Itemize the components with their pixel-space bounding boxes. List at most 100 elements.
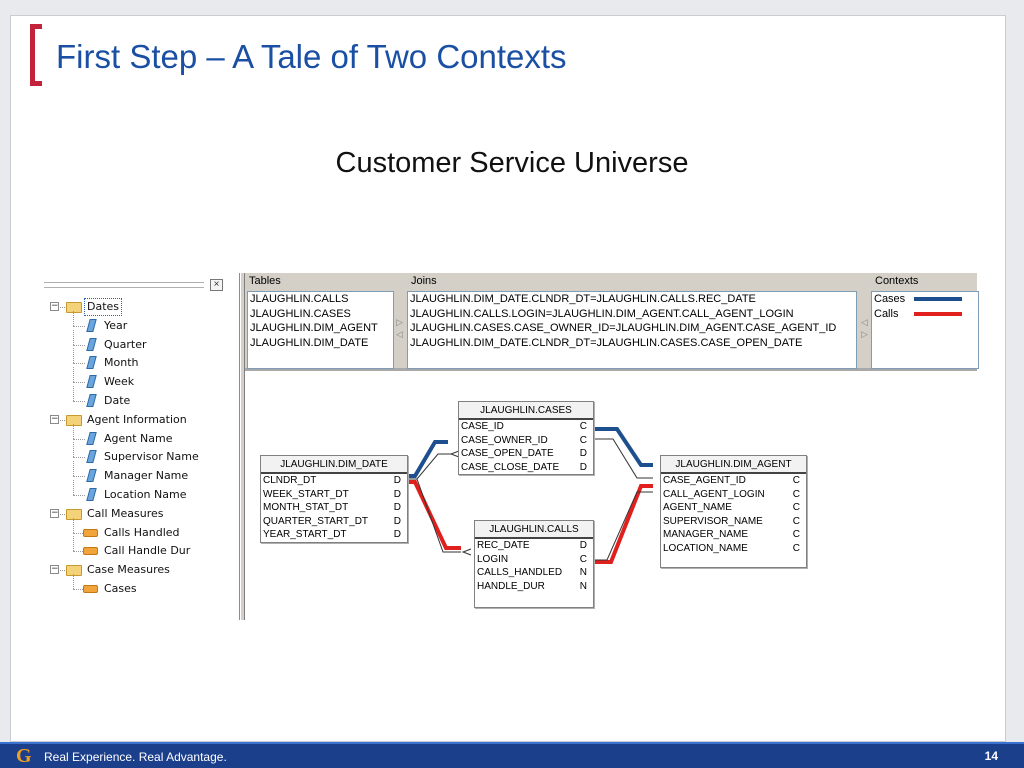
tables-list[interactable]: JLAUGHLIN.CALLS JLAUGHLIN.CASES JLAUGHLI… bbox=[247, 291, 394, 369]
table-title: JLAUGHLIN.DIM_AGENT bbox=[661, 456, 806, 474]
tree-dimension[interactable]: Quarter bbox=[42, 329, 238, 354]
list-item[interactable]: Calls bbox=[872, 307, 978, 322]
list-item[interactable]: JLAUGHLIN.CASES.CASE_OWNER_ID=JLAUGHLIN.… bbox=[410, 322, 837, 334]
crows-foot-icon bbox=[461, 548, 472, 556]
dimension-icon bbox=[86, 318, 97, 332]
list-item[interactable]: Cases bbox=[872, 292, 978, 307]
tree-dimension[interactable]: Agent Name bbox=[42, 423, 238, 448]
list-item[interactable]: JLAUGHLIN.CASES bbox=[250, 307, 351, 320]
collapse-icon[interactable]: − bbox=[50, 564, 59, 575]
column-name: CASE_CLOSE_DATE bbox=[461, 461, 560, 473]
crows-foot-icon bbox=[449, 450, 460, 458]
tree-dimension[interactable]: Week bbox=[42, 367, 238, 391]
tree-folder[interactable]: −Dates bbox=[42, 298, 238, 316]
folder-open-icon bbox=[66, 414, 82, 426]
list-arrow-left-icon[interactable]: ◁ bbox=[861, 317, 868, 327]
tree-measure[interactable]: Calls Handled bbox=[42, 517, 238, 542]
tree-dimension[interactable]: Date bbox=[42, 386, 238, 410]
tree-measure[interactable]: Cases bbox=[42, 574, 238, 598]
context-calls-path bbox=[402, 480, 461, 550]
tree-connector bbox=[73, 382, 85, 384]
collapse-icon[interactable]: − bbox=[50, 413, 59, 424]
list-arrow-right-icon[interactable]: ▷ bbox=[861, 329, 868, 339]
tree-folder[interactable]: − Case Measures bbox=[42, 561, 238, 579]
column-type: D bbox=[393, 488, 401, 500]
column-name: CALLS_HANDLED bbox=[477, 567, 563, 578]
list-item[interactable]: JLAUGHLIN.DIM_AGENT bbox=[250, 322, 378, 334]
folder-open-icon bbox=[66, 302, 82, 313]
collapse-icon[interactable]: − bbox=[50, 507, 59, 518]
list-arrow-right-icon[interactable]: ▷ bbox=[396, 317, 403, 327]
tree-dimension[interactable]: Supervisor Name bbox=[42, 442, 238, 466]
table-spacer bbox=[475, 593, 593, 607]
pane-splitter[interactable] bbox=[240, 273, 245, 620]
list-item[interactable]: JLAUGHLIN.DIM_DATE bbox=[250, 336, 369, 349]
joins-header: Joins bbox=[411, 275, 437, 287]
structure-pane: Tables Joins Contexts JLAUGHLIN.CALLS JL… bbox=[245, 273, 979, 620]
table-column[interactable]: QUARTER_START_DT D bbox=[261, 515, 407, 529]
context-cases-path bbox=[595, 427, 653, 467]
tree-folder[interactable]: −Agent Information bbox=[42, 411, 238, 429]
close-icon[interactable]: × bbox=[210, 279, 223, 291]
list-item[interactable]: JLAUGHLIN.CALLS bbox=[250, 293, 349, 305]
list-arrow-left-icon[interactable]: ◁ bbox=[396, 329, 403, 339]
tree-dimension[interactable]: Location Name bbox=[42, 480, 238, 504]
column-type: C bbox=[792, 488, 800, 500]
measure-icon bbox=[83, 547, 98, 556]
dimension-icon bbox=[86, 375, 97, 389]
column-type: D bbox=[393, 515, 401, 527]
tree-connector bbox=[60, 419, 65, 421]
tree-label: Cases bbox=[104, 582, 137, 595]
collapse-icon[interactable]: − bbox=[50, 301, 59, 311]
column-type: C bbox=[579, 421, 587, 432]
pane-grip[interactable]: × bbox=[42, 273, 226, 293]
dimension-icon bbox=[86, 488, 97, 501]
join-lines bbox=[402, 427, 653, 564]
tree-dimension[interactable]: Month bbox=[42, 348, 238, 372]
column-type: D bbox=[393, 475, 401, 486]
tree-connector bbox=[73, 589, 85, 590]
tree-folder[interactable]: −Call Measures bbox=[42, 505, 238, 523]
list-item[interactable]: JLAUGHLIN.DIM_DATE.CLNDR_DT=JLAUGHLIN.CA… bbox=[410, 293, 756, 305]
tree-measure[interactable]: Call Handle Dur bbox=[42, 536, 238, 560]
measure-icon bbox=[83, 528, 98, 537]
context-label: Cases bbox=[874, 293, 906, 305]
list-item[interactable]: JLAUGHLIN.DIM_DATE.CLNDR_DT=JLAUGHLIN.CA… bbox=[410, 336, 803, 349]
joins-list[interactable]: JLAUGHLIN.DIM_DATE.CLNDR_DT=JLAUGHLIN.CA… bbox=[407, 291, 857, 369]
contexts-list[interactable]: Cases Calls bbox=[871, 291, 979, 369]
column-name: QUARTER_START_DT bbox=[263, 515, 369, 527]
tree-dimension[interactable]: Manager Name bbox=[42, 461, 238, 485]
list-item[interactable]: JLAUGHLIN.CALLS.LOGIN=JLAUGHLIN.DIM_AGEN… bbox=[410, 307, 794, 320]
column-name: HANDLE_DUR bbox=[477, 580, 545, 592]
folder-open-icon bbox=[66, 565, 82, 577]
tree-dimension[interactable]: Year bbox=[42, 310, 238, 335]
tree-connector bbox=[60, 513, 65, 515]
tree-connector bbox=[73, 367, 74, 383]
tree-label: Case Measures bbox=[87, 563, 170, 577]
